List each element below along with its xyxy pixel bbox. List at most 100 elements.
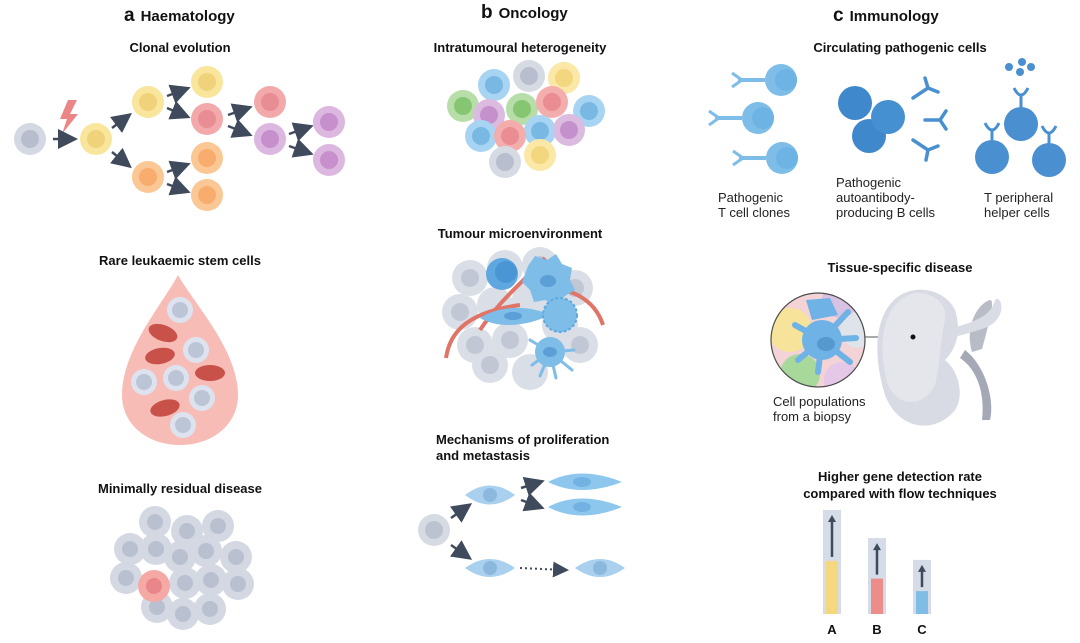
- panel-c-heading: Immunology: [849, 8, 939, 25]
- b-cells: [838, 76, 948, 162]
- mesenchymal-cell: [548, 498, 622, 516]
- category-label-C: C: [917, 622, 927, 637]
- panel-a-heading: Haematology: [140, 8, 235, 25]
- antibody-icon: [911, 76, 940, 100]
- epithelial-cell: [575, 559, 625, 577]
- fibroblast-nucleus: [504, 312, 522, 320]
- label-line: Cell populations: [773, 394, 866, 409]
- cell-yellow: [132, 86, 164, 118]
- label-line: T cell clones: [718, 205, 791, 220]
- arrow: [166, 100, 191, 120]
- origin-cell: [418, 514, 450, 546]
- arrow: [520, 476, 545, 497]
- arrow: [110, 113, 132, 133]
- mesenchymal-cell: [548, 473, 622, 490]
- white-blood-cell: [131, 369, 157, 395]
- cell-orange: [132, 161, 164, 193]
- cell: [536, 86, 568, 118]
- arrow: [520, 492, 545, 512]
- cell: [524, 115, 556, 147]
- clonal-evolution-title: Clonal evolution: [129, 40, 231, 55]
- t-cell: [708, 102, 774, 134]
- gene-detection-title-line1: Higher gene detection rate: [818, 469, 982, 484]
- arrowhead-icon: [873, 543, 881, 551]
- white-blood-cell: [183, 337, 209, 363]
- white-blood-cell: [163, 365, 189, 391]
- red-blood-cell: [145, 347, 175, 365]
- arrow: [227, 119, 253, 138]
- gene-detection-chart: A B C: [823, 510, 931, 637]
- arrow: [166, 84, 191, 104]
- blood-drop-diagram: [122, 275, 238, 445]
- cell-red: [254, 86, 286, 118]
- bar-A: [826, 560, 838, 614]
- white-blood-cell: [167, 297, 193, 323]
- white-blood-cell: [189, 385, 215, 411]
- kidney-cortex: [882, 292, 946, 402]
- cell: [513, 60, 545, 92]
- b-cell: [838, 86, 872, 120]
- intratumoural-title: Intratumoural heterogeneity: [433, 40, 607, 55]
- bar-C: [916, 591, 928, 614]
- b-cells-label: Pathogenic autoantibody- producing B cel…: [836, 175, 935, 220]
- arrow: [166, 160, 191, 180]
- red-blood-cell: [195, 365, 225, 381]
- panel-c-title: c Immunology: [833, 5, 939, 27]
- cell-purple: [254, 123, 286, 155]
- microenvironment-diagram: [442, 247, 605, 390]
- cytokine: [1005, 63, 1013, 71]
- arrowhead-icon: [918, 564, 926, 572]
- tph-cell: [1004, 87, 1038, 141]
- bar-B: [871, 578, 883, 614]
- t-cell-clones-label: Pathogenic T cell clones: [718, 190, 790, 220]
- renal-artery: [952, 298, 1002, 338]
- panel-letter: c: [833, 5, 844, 26]
- clonal-evolution-diagram: [14, 66, 345, 211]
- renal-vessel: [960, 350, 992, 420]
- red-blood-cell: [150, 399, 180, 417]
- minimal-residual-title: Minimally residual disease: [97, 481, 263, 496]
- cell: [489, 146, 521, 178]
- cell: [465, 120, 497, 152]
- cell: [494, 120, 526, 152]
- gene-detection-title-line2: compared with flow techniques: [803, 486, 997, 501]
- arrow: [110, 147, 132, 169]
- cell: [447, 90, 479, 122]
- dendritic-cell: [528, 337, 576, 380]
- cell: [548, 62, 580, 94]
- circulating-title: Circulating pathogenic cells: [813, 40, 987, 55]
- biopsy-circle: [771, 293, 865, 387]
- category-label-B: B: [872, 622, 881, 637]
- label-line: Pathogenic: [718, 190, 784, 205]
- tph-cells: [975, 58, 1066, 177]
- label-line: helper cells: [984, 205, 1050, 220]
- cell-red: [191, 103, 223, 135]
- panel-a-title: a Haematology: [124, 5, 235, 27]
- cell: [553, 114, 585, 146]
- category-label-A: A: [827, 622, 837, 637]
- antibody-icon: [923, 109, 948, 131]
- cell: [478, 69, 510, 101]
- epithelial-cell: [465, 485, 515, 505]
- epithelial-cell: [465, 559, 515, 577]
- tph-cell: [975, 122, 1009, 174]
- label-line: producing B cells: [836, 205, 935, 220]
- b-cell: [871, 100, 905, 134]
- panel-letter: a: [124, 5, 135, 26]
- cell: [524, 139, 556, 171]
- cell-orange: [191, 142, 223, 174]
- macrophage-nucleus: [540, 275, 556, 287]
- antibody-icon: [911, 138, 940, 162]
- biopsy-label: Cell populations from a biopsy: [773, 394, 866, 424]
- arrowhead-icon: [828, 515, 836, 522]
- heterogeneity-diagram: [447, 60, 605, 178]
- cell-purple: [313, 106, 345, 138]
- arrow: [288, 122, 314, 142]
- residual-cancer-cell: [138, 570, 170, 602]
- residual-disease-diagram: [110, 506, 254, 630]
- panel-b-heading: Oncology: [498, 5, 568, 22]
- cell-yellow: [191, 66, 223, 98]
- rare-leukaemic-title: Rare leukaemic stem cells: [99, 253, 261, 268]
